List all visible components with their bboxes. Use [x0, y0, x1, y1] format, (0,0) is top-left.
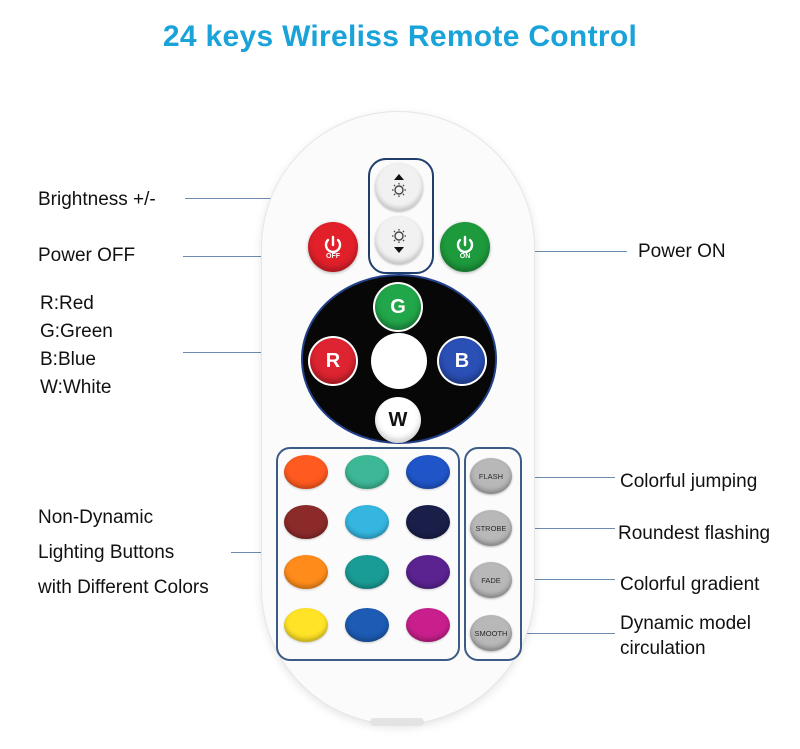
brightness-down-button[interactable]: [375, 216, 423, 264]
brightness-up-button[interactable]: [375, 163, 423, 211]
page-title: 24 keys Wireliss Remote Control: [162, 20, 638, 53]
color-swatch-button[interactable]: [345, 555, 389, 589]
color-swatch-button[interactable]: [284, 555, 328, 589]
fade-connector: [517, 579, 615, 580]
flash-connector: [517, 477, 615, 478]
white-button[interactable]: W: [375, 397, 421, 443]
color-swatch-button[interactable]: [345, 505, 389, 539]
rgbw-label: R:Red G:Green B:Blue W:White: [40, 290, 113, 402]
color-swatch-button[interactable]: [406, 608, 450, 642]
smooth-connector: [517, 633, 615, 634]
brightness-up-icon: [392, 174, 406, 197]
power-off-tag: OFF: [326, 252, 340, 260]
color-swatch-button[interactable]: [284, 505, 328, 539]
color-swatch-button[interactable]: [406, 555, 450, 589]
strobe-label: Roundest flashing: [618, 523, 771, 544]
color-swatch-button[interactable]: [406, 455, 450, 489]
rgbw-label-line: B:Blue: [40, 349, 96, 370]
rgbw-connector: [183, 352, 309, 353]
color-swatch-button[interactable]: [284, 455, 328, 489]
effect-buttons-group: [464, 447, 522, 661]
smooth-label-line: circulation: [620, 638, 706, 659]
brightness-label: Brightness +/-: [38, 189, 156, 210]
smooth-label-line: Dynamic model: [620, 613, 751, 634]
rgbw-label-line: R:Red: [40, 293, 94, 314]
smooth-label: Dynamic model circulation: [620, 611, 751, 661]
power-icon: [324, 235, 342, 253]
red-button[interactable]: R: [310, 338, 356, 384]
color-buttons-group: [276, 447, 460, 661]
green-button[interactable]: G: [375, 284, 421, 330]
center-white-key[interactable]: [371, 333, 427, 389]
power-on-label: Power ON: [638, 241, 726, 262]
brightness-down-icon: [392, 229, 406, 253]
nondynamic-label: Non-Dynamic Lighting Buttons with Differ…: [38, 500, 209, 605]
power-on-tag: ON: [459, 252, 471, 260]
brightness-group: [368, 158, 434, 274]
nondynamic-label-line: with Different Colors: [38, 577, 209, 598]
power-on-button[interactable]: ON: [440, 222, 490, 272]
nondynamic-label-line: Lighting Buttons: [38, 542, 175, 563]
color-swatch-button[interactable]: [406, 505, 450, 539]
smooth-button[interactable]: SMOOTH: [470, 615, 512, 651]
fade-button[interactable]: FADE: [470, 562, 512, 598]
nondynamic-connector: [231, 552, 276, 553]
rgbw-label-line: G:Green: [40, 321, 113, 342]
color-swatch-button[interactable]: [345, 608, 389, 642]
rgbw-label-line: W:White: [40, 377, 112, 398]
color-swatch-button[interactable]: [284, 608, 328, 642]
fade-label: Colorful gradient: [620, 574, 760, 595]
power-off-button[interactable]: OFF: [308, 222, 358, 272]
color-swatch-button[interactable]: [345, 455, 389, 489]
remote-bottom-tab: [370, 718, 424, 726]
power-off-label: Power OFF: [38, 245, 136, 266]
flash-button[interactable]: FLASH: [470, 458, 512, 494]
power-off-connector: [183, 256, 313, 257]
nondynamic-label-line: Non-Dynamic: [38, 507, 154, 528]
flash-label: Colorful jumping: [620, 471, 758, 492]
strobe-button[interactable]: STROBE: [470, 510, 512, 546]
power-icon: [456, 235, 474, 253]
blue-button[interactable]: B: [439, 338, 485, 384]
power-on-connector: [487, 251, 627, 252]
strobe-connector: [517, 528, 615, 529]
